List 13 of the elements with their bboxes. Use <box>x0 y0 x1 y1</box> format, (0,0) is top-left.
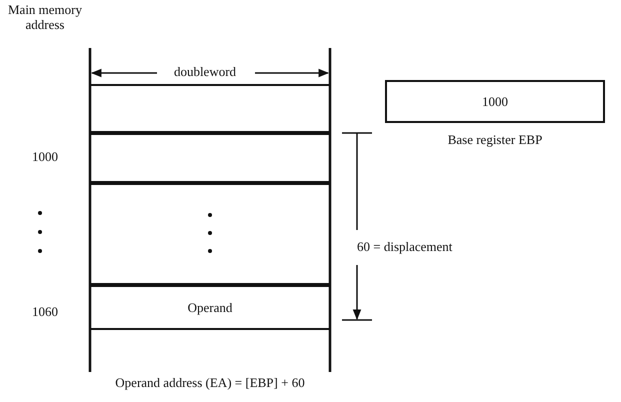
register-box <box>385 80 605 123</box>
memory-cell <box>90 183 330 285</box>
memory-cell <box>90 285 330 330</box>
memory-cell <box>90 84 330 133</box>
dimension-label: 60 = displacement <box>357 240 454 255</box>
axis-title: Main memory address <box>6 3 83 33</box>
register-value: 1000 <box>482 94 508 110</box>
address-label: 1060 <box>31 305 59 320</box>
cell-label: Operand <box>188 300 232 316</box>
address-label: 1000 <box>31 150 59 165</box>
caption: Operand address (EA) = [EBP] + 60 <box>114 376 306 391</box>
memory-cell <box>90 133 330 183</box>
register-caption: Base register EBP <box>446 133 544 148</box>
